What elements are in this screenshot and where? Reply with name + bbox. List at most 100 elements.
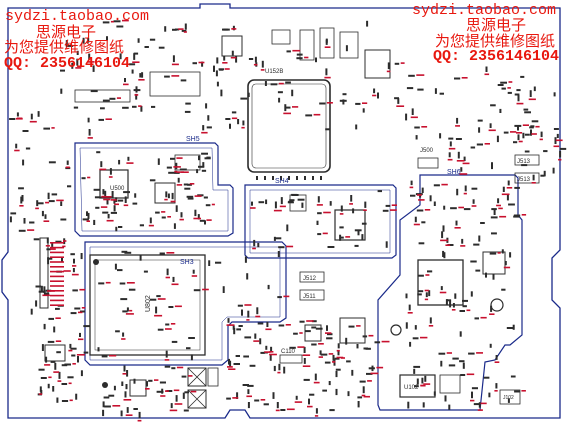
passive-pad [113,199,116,204]
crossed-box-c [207,367,219,387]
passive-pad [394,62,400,65]
passive-pad [311,343,317,346]
passive-pad [352,208,355,214]
silk-mark [44,364,51,366]
passive-pad [186,195,194,198]
passive-pad [118,226,123,228]
passive-pad [339,99,347,102]
crossed-box-a [187,367,207,387]
passive-pad [69,343,72,349]
silk-mark [302,365,311,367]
silk-mark [409,186,414,189]
passive-pad [80,310,85,313]
passive-pad [254,399,260,402]
passive-pad [93,188,101,191]
passive-pad [187,197,194,200]
passive-pad [165,323,170,326]
passive-pad [554,137,557,144]
passive-pad [115,330,120,333]
passive-pad [459,360,465,363]
silk-mark [78,338,84,341]
passive-pad [361,222,367,225]
passive-pad [232,25,235,31]
passive-pad [201,61,204,67]
passive-pad [407,401,410,409]
passive-pad [90,90,98,93]
passive-pad [275,237,282,240]
passive-pad [98,282,105,285]
passive-pad [133,378,136,384]
passive-pad [119,53,122,60]
passive-pad [184,23,187,30]
passive-pad [256,176,258,180]
passive-pad [304,330,311,333]
silk-mark [269,353,277,356]
passive-pad [362,386,365,394]
passive-pad [159,252,165,255]
passive-pad [424,375,427,382]
silk-mark [428,325,434,327]
passive-pad [216,57,219,64]
passive-pad [332,354,335,361]
silk-mark [45,245,50,247]
passive-pad [543,170,546,177]
passive-pad [116,25,124,28]
silk-mark [484,73,490,76]
passive-pad [131,69,134,74]
passive-pad [44,214,47,219]
silk-mark [231,117,238,120]
passive-pad [405,113,408,121]
passive-pad [530,125,535,128]
passive-pad [329,409,335,412]
passive-pad [64,363,71,366]
passive-pad [405,322,408,329]
chip-sh6-main [417,259,464,306]
passive-pad [410,194,416,197]
passive-pad [296,57,303,60]
passive-pad [215,70,218,77]
passive-pad [206,126,212,129]
passive-pad [51,193,58,196]
silk-mark [307,405,313,408]
passive-pad [123,365,126,372]
passive-pad [164,26,167,32]
ref-u152b: U152B [265,69,283,75]
passive-pad [23,218,26,224]
passive-pad [82,37,85,44]
passive-pad [311,326,317,329]
passive-pad [385,204,391,207]
passive-pad [433,184,440,187]
passive-pad [267,284,270,290]
passive-pad [301,202,304,208]
silk-mark [170,200,176,203]
passive-pad [507,398,510,403]
silk-mark [417,194,422,196]
passive-pad [73,106,79,109]
passive-pad [77,356,79,363]
silk-mark [173,389,180,392]
silk-mark [323,211,331,214]
passive-pad [278,246,285,249]
silk-mark [252,247,256,250]
silk-mark [458,206,464,209]
silk-mark [466,309,471,312]
connector-left [39,237,49,309]
silk-mark [455,125,460,127]
passive-pad [257,242,260,248]
passive-pad [122,106,129,109]
passive-pad [329,201,332,206]
passive-pad [48,200,55,203]
passive-pad [416,378,419,385]
passive-pad [347,391,350,397]
passive-pad [397,98,400,104]
passive-pad [470,146,476,149]
passive-pad [102,401,105,408]
silk-mark [253,340,260,342]
passive-pad [463,156,466,162]
chip-u102 [399,374,436,398]
passive-pad [327,246,335,248]
silk-mark [241,126,245,129]
silk-mark [461,77,468,79]
passive-pad [478,235,481,242]
passive-pad [70,312,77,315]
